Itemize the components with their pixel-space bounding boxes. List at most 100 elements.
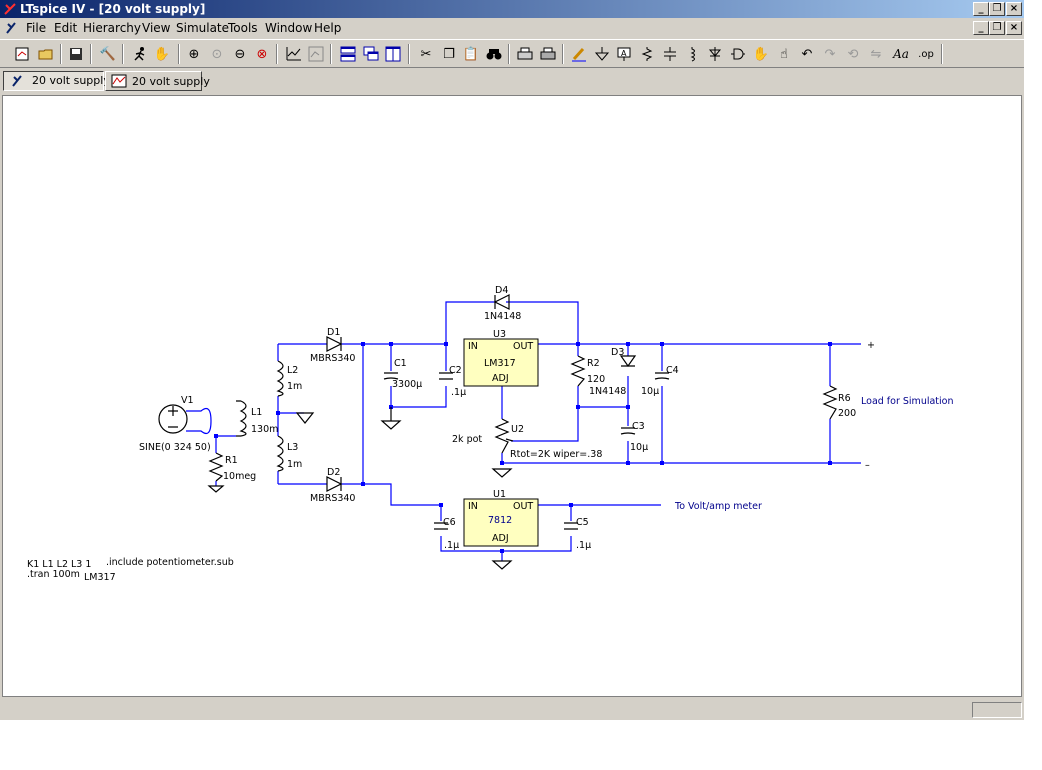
menu-hierarchy[interactable]: Hierarchy: [83, 21, 142, 35]
undo-icon[interactable]: ↶: [801, 46, 813, 62]
menu-view[interactable]: View: [142, 21, 171, 35]
toolbar-separator: [90, 44, 92, 64]
u1-ref: U1: [493, 489, 506, 500]
u1-pin-adj: ADJ: [492, 533, 509, 544]
find-icon[interactable]: [484, 44, 504, 64]
schematic-canvas[interactable]: V1 SINE(0 324 50) R1 10meg L1 130m L2 1m…: [2, 95, 1022, 697]
waveform-icon: [111, 74, 127, 88]
schematic-icon: [12, 75, 22, 87]
menu-window[interactable]: Window: [265, 21, 313, 35]
cascade-icon[interactable]: [361, 44, 381, 64]
tab-schematic-label: 20 volt supply: [32, 74, 110, 87]
tile-horizontal-icon[interactable]: [338, 44, 358, 64]
include-directive: .include potentiometer.sub: [106, 557, 234, 568]
open-icon[interactable]: [36, 44, 56, 64]
ground-icon[interactable]: [592, 44, 612, 64]
d3-ref: D3: [611, 347, 624, 358]
tab-waveform-label: 20 volt supply: [132, 75, 210, 88]
component-icon[interactable]: [728, 44, 748, 64]
lib-directive: LM317: [84, 572, 116, 583]
c5-ref: C5: [576, 517, 589, 528]
capacitor-icon[interactable]: [660, 44, 680, 64]
zoom-out-icon[interactable]: ⊖: [234, 46, 246, 62]
u2-value: Rtot=2K wiper=.38: [510, 449, 602, 460]
u3-value: LM317: [484, 358, 516, 369]
toolbar-separator: [330, 44, 332, 64]
c2-ref: C2: [449, 365, 462, 376]
label-net-icon[interactable]: A: [614, 44, 634, 64]
drag-icon[interactable]: ☝: [780, 46, 788, 62]
components: [158, 294, 838, 570]
window-title: LTspice IV - [20 volt supply]: [20, 2, 206, 16]
text-icon[interactable]: Aa: [893, 47, 909, 61]
u1-pin-out: OUT: [513, 501, 533, 512]
schematic-drawing[interactable]: V1 SINE(0 324 50) R1 10meg L1 130m L2 1m…: [3, 96, 1021, 696]
toolbar-separator: [122, 44, 124, 64]
restore-button[interactable]: ❐: [989, 2, 1005, 16]
copy-icon[interactable]: ❐: [443, 46, 455, 62]
menu-file[interactable]: File: [26, 21, 47, 35]
rotate-icon[interactable]: ⟲: [847, 46, 859, 62]
l2-ref: L2: [287, 365, 298, 376]
d1-ref: D1: [327, 327, 340, 338]
new-schematic-icon[interactable]: [12, 44, 32, 64]
minimize-button[interactable]: _: [973, 2, 989, 16]
l3-value: 1m: [287, 459, 302, 470]
document-icon[interactable]: [4, 21, 18, 35]
mirror-icon[interactable]: ⇋: [870, 46, 882, 62]
junction-dots: [214, 342, 832, 553]
print-icon[interactable]: [538, 44, 558, 64]
u3-pin-out: OUT: [513, 341, 533, 352]
document-tab-bar: 20 volt supply 20 volt supply: [0, 69, 1024, 93]
d4-value: 1N4148: [484, 311, 521, 322]
svg-text:A: A: [621, 49, 627, 58]
c1-ref: C1: [394, 358, 407, 369]
r2-value: 120: [587, 374, 605, 385]
toolbar-separator: [408, 44, 410, 64]
paste-icon[interactable]: 📋: [462, 46, 480, 62]
menu-tools[interactable]: Tools: [228, 21, 258, 35]
inductor-icon[interactable]: [682, 44, 702, 64]
draw-wire-icon[interactable]: [569, 44, 589, 64]
autorange-icon[interactable]: [284, 44, 304, 64]
print-setup-icon[interactable]: [515, 44, 535, 64]
menu-edit[interactable]: Edit: [54, 21, 78, 35]
zoom-fit-icon[interactable]: ⊗: [256, 46, 268, 62]
net-label-plus: +: [867, 340, 875, 351]
move-icon[interactable]: ✋: [752, 46, 770, 62]
menu-simulate[interactable]: Simulate: [176, 21, 230, 35]
tab-schematic[interactable]: 20 volt supply: [3, 71, 110, 91]
run-icon[interactable]: [130, 44, 150, 64]
u2-ref: U2: [511, 424, 524, 435]
halt-icon[interactable]: ✋: [153, 46, 171, 62]
save-icon[interactable]: [66, 44, 86, 64]
cut-icon[interactable]: ✂: [420, 46, 432, 62]
c4-value: 10µ: [641, 386, 659, 397]
resistor-icon[interactable]: [637, 44, 657, 64]
status-bar: [0, 700, 1024, 720]
status-pane: [972, 702, 1022, 718]
menu-help[interactable]: Help: [314, 21, 342, 35]
diode-icon[interactable]: [705, 44, 725, 64]
ltspice-app-icon[interactable]: [3, 2, 17, 16]
waveform-view-icon[interactable]: [306, 44, 326, 64]
ic-blocks: [463, 338, 539, 547]
menu-bar: File Edit Hierarchy View Simulate Tools …: [0, 18, 1024, 38]
coupling-directive: K1 L1 L2 L3 1: [27, 559, 91, 570]
u1-pin-in: IN: [468, 501, 478, 512]
child-minimize-button[interactable]: _: [973, 21, 989, 35]
zoom-in-icon[interactable]: ⊕: [188, 46, 200, 62]
redo-icon[interactable]: ↷: [824, 46, 836, 62]
tile-vertical-icon[interactable]: [383, 44, 403, 64]
child-restore-button[interactable]: ❐: [989, 21, 1005, 35]
zoom-pan-icon[interactable]: ⊙: [211, 46, 223, 62]
tab-waveform[interactable]: 20 volt supply: [105, 71, 210, 91]
spice-directive-icon[interactable]: .op: [918, 48, 934, 60]
control-panel-icon[interactable]: 🔨: [99, 46, 117, 62]
tran-directive: .tran 100m: [27, 569, 80, 580]
close-button[interactable]: ×: [1006, 2, 1022, 16]
c3-ref: C3: [632, 421, 645, 432]
meter-comment: To Volt/amp meter: [674, 501, 762, 512]
u2-label: 2k pot: [452, 434, 482, 445]
child-close-button[interactable]: ×: [1006, 21, 1022, 35]
